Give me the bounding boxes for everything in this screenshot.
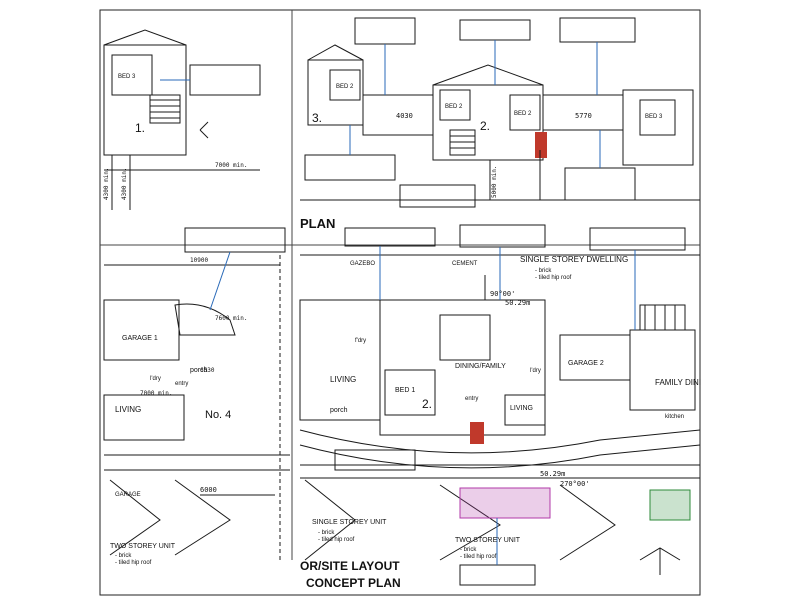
lower-site-plan [103, 224, 701, 586]
lower-plan-labels: GARAGE 1 LIVING LIVING BED 1 DINING/FAMI… [110, 255, 701, 590]
unit-1-outline [103, 44, 187, 156]
living-left-outline [103, 394, 185, 441]
upper-floor-plan [103, 17, 700, 210]
room-label: DINI [685, 378, 701, 387]
dimension-text: 50.29m [540, 470, 565, 478]
bed-3-room [111, 54, 153, 96]
room-label: FAMILY [655, 378, 684, 387]
stair-block-1 [149, 94, 181, 124]
unit-middle-lower [379, 299, 546, 436]
label-lot-number: No. 4 [205, 409, 231, 421]
north-arrow-icon [639, 547, 681, 575]
bed-2-room-b [439, 89, 471, 121]
room-label: GARAGE 2 [568, 360, 604, 367]
dimension-text: 4300 min. [121, 167, 128, 200]
note-spec: - brick- tiled hip roof [115, 553, 152, 566]
room-label: LIVING [330, 375, 356, 384]
label-cement: CEMENT [452, 261, 478, 267]
room-label: BED 3 [118, 74, 136, 80]
hatch-red-lower [470, 422, 484, 444]
note-spec: - brick- tiled hip roof [318, 530, 355, 543]
dimension-text: 7000 min. [140, 390, 173, 397]
sheet-frame [99, 9, 701, 596]
roof-unit-single [304, 479, 356, 561]
callout-box-h [344, 227, 436, 247]
label-laundry: l'dry [150, 376, 161, 382]
hatch-red [535, 132, 547, 158]
room-label: BED 2 [445, 104, 463, 110]
callout-box-g [184, 227, 286, 253]
bed-2-room-c [509, 94, 541, 131]
callout-box-k [334, 449, 416, 471]
hatch-magenta [459, 487, 551, 519]
unit-number: 1. [135, 121, 145, 135]
unit-number: 2. [480, 119, 490, 133]
dimension-text: 5770 [575, 112, 592, 120]
dimension-text: 5000 min. [491, 165, 498, 198]
lower-plan-title-line1: OR/SITE LAYOUT [300, 559, 400, 573]
upper-plan-title: PLAN [300, 216, 335, 231]
dimension-text: 6530 [200, 367, 215, 374]
note-two-storey-unit: TWO STOREY UNIT [455, 537, 521, 544]
callout-box-i [459, 224, 546, 248]
room-label: DINING/FAMILY [455, 363, 506, 370]
dimension-text: 7000 min. [215, 162, 248, 169]
label-laundry: l'dry [530, 368, 541, 374]
unit-number: 3. [312, 111, 322, 125]
room-label: BED 2 [514, 111, 532, 117]
car-outline [174, 303, 236, 336]
unit-number: 2. [422, 397, 432, 411]
dimension-text: 90°00' [490, 290, 515, 298]
note-spec: - brick- tiled hip roof [460, 547, 497, 560]
label-entry: entry [465, 396, 478, 402]
kitchen-block [439, 314, 491, 361]
living-room-mid [504, 394, 546, 426]
label-kitchen: kitchen [665, 414, 684, 420]
unit-3-outline [307, 59, 364, 126]
room-label: BED 1 [395, 387, 415, 394]
hatch-green [649, 489, 691, 521]
bed-1-room [384, 369, 436, 416]
label-laundry: f'dry [355, 338, 366, 344]
label-entry: entry [175, 381, 188, 387]
room-label: BED 2 [336, 84, 354, 90]
dimension-text: 6000 [200, 486, 217, 494]
note-two-storey-unit: TWO STOREY UNIT [110, 543, 176, 550]
upper-plan-labels: BED 3 BED 2 BED 2 BED 2 BED 3 1. 3. 2. 7… [103, 74, 663, 231]
label-porch: porch [330, 407, 348, 414]
label-porch: porch [190, 367, 208, 374]
roof-line-unit-1 [103, 29, 187, 46]
callout-box-e [399, 184, 476, 208]
room-label: LIVING [115, 405, 141, 414]
bed-3-room-right [639, 99, 676, 136]
note-single-storey-dwelling: SINGLE STOREY DWELLING [520, 255, 628, 264]
room-label: LIVING [510, 405, 533, 412]
note-single-storey-unit: SINGLE STOREY UNIT [312, 519, 387, 526]
lower-plan-title-line2: CONCEPT PLAN [306, 576, 401, 590]
roof-unit-two-right [559, 484, 616, 561]
room-label: GARAGE 1 [122, 335, 158, 342]
dimension-text: 50.29m [505, 299, 530, 307]
patio-grid [639, 304, 686, 331]
dimension-text: 4300 min. [103, 167, 110, 200]
note-spec: - brick- tiled hip roof [535, 268, 572, 281]
dimension-text: 270°00' [560, 480, 590, 488]
roof-garage-left [109, 479, 161, 556]
dimension-text: 4030 [396, 112, 413, 120]
driveway-curve [299, 429, 701, 454]
callout-box-j [589, 227, 686, 251]
label-gazebo: GAZEBO [350, 261, 375, 267]
dimension-text: 10900 [190, 257, 208, 264]
bed-2-room-a [329, 69, 361, 101]
room-label: BED 3 [645, 114, 663, 120]
unit-right-outline [622, 89, 694, 166]
note-garage: GARAGE [115, 492, 141, 498]
dimension-text: 7600 min. [215, 315, 248, 322]
